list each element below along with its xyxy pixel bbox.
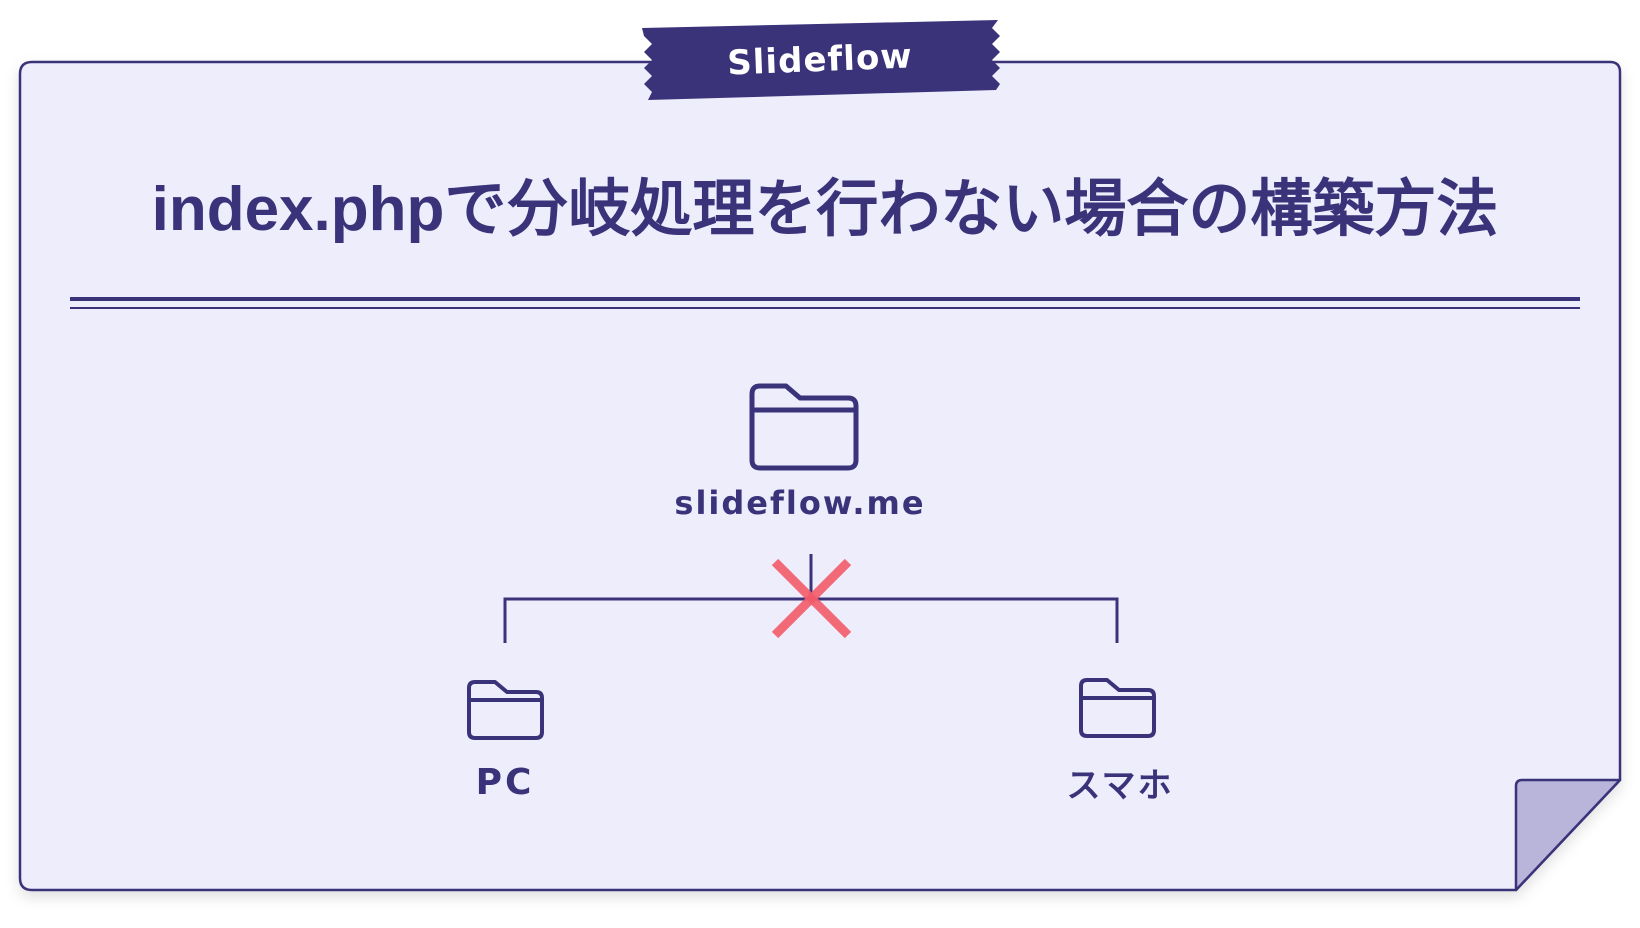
pc-folder-icon xyxy=(467,680,544,740)
smartphone-folder-icon xyxy=(1079,678,1156,738)
cross-icon xyxy=(771,558,852,639)
title-divider-thick xyxy=(70,297,1580,301)
page-curl xyxy=(1514,778,1622,892)
page-title: index.phpで分岐処理を行わない場合の構築方法 xyxy=(151,175,1499,244)
root-folder-icon xyxy=(749,383,859,471)
brand-tape xyxy=(642,20,1000,100)
smartphone-folder-label: スマホ xyxy=(1066,766,1174,806)
root-folder-label: slideflow.me xyxy=(674,484,926,522)
title-divider-thin xyxy=(70,307,1580,309)
pc-folder-label: PC xyxy=(475,762,535,803)
